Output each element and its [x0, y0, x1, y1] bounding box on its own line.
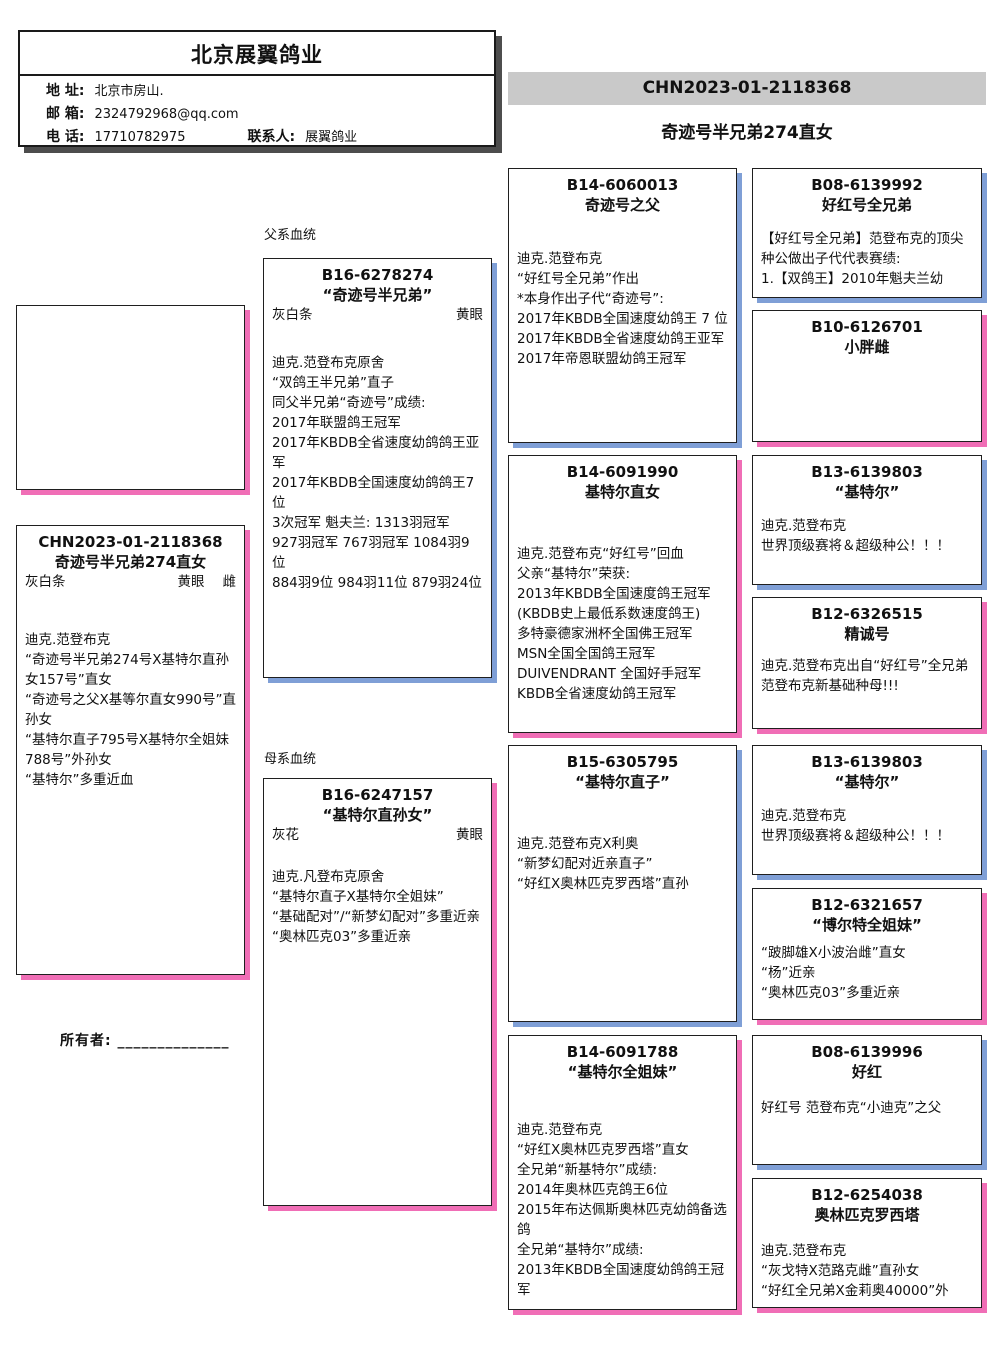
bird-name: “奇迹号半兄弟” — [322, 286, 433, 304]
pedigree-box-mmm: B12-6254038 奥林匹克罗西塔 迪克.范登布克 “灰戈特X范路克雌”直孙… — [752, 1178, 982, 1308]
ring-number: B14-6060013 — [566, 176, 679, 194]
company-info: 地 址: 北京市房山. 邮 箱: 2324792968@qq.com 电 话: 177… — [20, 76, 494, 149]
company-address-row: 地 址: 北京市房山. — [46, 80, 494, 103]
bird-name: “基特尔全姐妹” — [567, 1063, 678, 1081]
bird-details: 迪克.凡登布克原舍 “基特尔直子X基特尔全姐妹” “基础配对”/“新梦幻配对”多… — [272, 869, 481, 945]
address-label: 地 址: — [46, 83, 85, 99]
ring-number: B14-6091990 — [566, 463, 679, 481]
ring-number: B12-6326515 — [811, 605, 923, 623]
bird-name: 好红 — [851, 1063, 882, 1081]
feather-color: 灰白条 — [272, 307, 313, 323]
traits-line: 灰白条 黄眼 雌 — [25, 572, 236, 592]
company-card: 北京展翼鸽业 地 址: 北京市房山. 邮 箱: 2324792968@qq.com … — [18, 30, 496, 147]
bird-details: 迪克.范登布克 “奇迹号半兄弟274号X基特尔直孙女157号”直女 “奇迹号之父… — [25, 632, 237, 788]
phone-label: 电 话: — [46, 129, 85, 145]
bird-details: 迪克.范登布克 世界顶级赛将＆超级种公！！！ — [761, 518, 950, 554]
company-phone-row: 电 话: 17710782975 联系人: 展翼鸽业 — [46, 126, 494, 149]
pedigree-box-father: B16-6278274 “奇迹号半兄弟” 灰白条 黄眼 迪克.范登布克原舍 “双… — [263, 258, 492, 678]
company-email-row: 邮 箱: 2324792968@qq.com — [46, 103, 494, 126]
ring-number: B12-6254038 — [811, 1186, 923, 1204]
ring-number: B08-6139992 — [811, 176, 923, 194]
ring-banner: CHN2023-01-2118368 — [508, 72, 986, 105]
bird-name: 奥林匹克罗西塔 — [814, 1206, 920, 1224]
address-value: 北京市房山. — [94, 84, 164, 99]
bird-details: 迪克.范登布克出自“好红号”全兄弟范登布克新基础种母!!! — [761, 658, 969, 694]
ring-number: B15-6305795 — [566, 753, 679, 771]
ring-number: B10-6126701 — [811, 318, 923, 336]
bird-details: 好红号 范登布克“小迪克”之父 — [761, 1100, 942, 1116]
bird-details: 迪克.范登布克 “好红号全兄弟”作出 *本身作出子代“奇迹号”: 2017年KB… — [517, 251, 728, 367]
company-title: 北京展翼鸽业 — [20, 32, 494, 76]
ring-number: B13-6139803 — [811, 753, 923, 771]
bird-details: 迪克.范登布克 “灰戈特X范路克雌”直孙女 “好红全兄弟X金莉奥40000”外 — [761, 1243, 949, 1299]
contact-label: 联系人: — [247, 129, 296, 145]
traits-line: 灰白条 黄眼 — [272, 305, 483, 325]
photo-placeholder-box — [16, 305, 245, 490]
ring-number: CHN2023-01-2118368 — [38, 533, 223, 551]
bird-name: “基特尔” — [834, 773, 900, 791]
paternal-line-label: 父系血统 — [264, 228, 317, 243]
contact-value: 展翼鸽业 — [305, 130, 358, 145]
feather-color: 灰花 — [272, 827, 299, 843]
ring-number: B12-6321657 — [811, 896, 923, 914]
ring-number: B13-6139803 — [811, 463, 923, 481]
bird-name: “基特尔” — [834, 483, 900, 501]
pedigree-box-mmf: B08-6139996 好红 好红号 范登布克“小迪克”之父 — [752, 1035, 982, 1165]
ring-number: B14-6091788 — [566, 1043, 679, 1061]
bird-name: 小胖雌 — [844, 338, 890, 356]
bird-details: 迪克.范登布克 世界顶级赛将＆超级种公！！！ — [761, 808, 950, 844]
phone-value: 17710782975 — [94, 130, 186, 145]
bird-details: 迪克.范登布克X利奥 “新梦幻配对近亲直子” “好红X奥林匹克罗西塔”直孙 — [517, 836, 689, 892]
pedigree-box-fmf: B13-6139803 “基特尔” 迪克.范登布克 世界顶级赛将＆超级种公！！！ — [752, 455, 982, 585]
pedigree-box-mf: B15-6305795 “基特尔直子” 迪克.范登布克X利奥 “新梦幻配对近亲直… — [508, 745, 737, 1022]
bird-name: “博尔特全姐妹” — [812, 916, 922, 934]
pedigree-box-fm: B14-6091990 基特尔直女 迪克.范登布克“好红号”回血 父亲“基特尔”… — [508, 455, 737, 733]
bird-details: 迪克.范登布克 “好红X奥林匹克罗西塔”直女 全兄弟“新基特尔”成绩: 2014… — [517, 1122, 727, 1298]
maternal-line-label: 母系血统 — [264, 752, 317, 767]
sex-label: 雌 — [222, 574, 237, 590]
bird-details: 迪克.范登布克原舍 “双鸽王半兄弟”直子 同父半兄弟“奇迹号”成绩: 2017年… — [272, 355, 482, 591]
bird-name: 精诚号 — [844, 625, 890, 643]
bird-title: 奇迹号半兄弟274直女 — [661, 123, 833, 143]
ring-number: B16-6247157 — [321, 786, 434, 804]
pedigree-box-mm: B14-6091788 “基特尔全姐妹” 迪克.范登布克 “好红X奥林匹克罗西塔… — [508, 1035, 737, 1310]
bird-details: “跛脚雄X小波治雌”直女 “杨”近亲 “奥林匹克03”多重近亲 — [761, 945, 906, 1001]
owner-line: 所有者: ______________ — [60, 1033, 230, 1049]
ring-number: B16-6278274 — [321, 266, 434, 284]
bird-name: 奇迹号之父 — [584, 196, 660, 214]
eye-color: 黄眼 — [456, 827, 483, 843]
ring-number: B08-6139996 — [811, 1043, 923, 1061]
pedigree-box-ff: B14-6060013 奇迹号之父 迪克.范登布克 “好红号全兄弟”作出 *本身… — [508, 168, 737, 443]
bird-name: 奇迹号半兄弟274直女 — [54, 553, 207, 571]
pedigree-box-ffm: B10-6126701 小胖雌 — [752, 310, 982, 442]
bird-name: 好红号全兄弟 — [821, 196, 912, 214]
traits-line: 灰花 黄眼 — [272, 825, 483, 845]
bird-name: “基特尔直孙女” — [322, 806, 433, 824]
eye-color: 黄眼 — [456, 307, 483, 323]
pedigree-box-fff: B08-6139992 好红号全兄弟 【好红号全兄弟】范登布克的顶尖种公做出子代… — [752, 168, 982, 298]
email-label: 邮 箱: — [46, 106, 85, 122]
bird-details: 【好红号全兄弟】范登布克的顶尖种公做出子代代表赛绩: 1.【双鸽王】2010年魁… — [761, 231, 964, 287]
bird-name: 基特尔直女 — [584, 483, 660, 501]
bird-name: “基特尔直子” — [575, 773, 670, 791]
pedigree-box-mfm: B12-6321657 “博尔特全姐妹” “跛脚雄X小波治雌”直女 “杨”近亲 … — [752, 888, 982, 1020]
feather-color: 灰白条 — [25, 574, 66, 590]
email-value: 2324792968@qq.com — [94, 107, 239, 122]
pedigree-box-mff: B13-6139803 “基特尔” 迪克.范登布克 世界顶级赛将＆超级种公！！！ — [752, 745, 982, 875]
pedigree-box-mother: B16-6247157 “基特尔直孙女” 灰花 黄眼 迪克.凡登布克原舍 “基特… — [263, 778, 492, 1206]
pedigree-box-subject: CHN2023-01-2118368 奇迹号半兄弟274直女 灰白条 黄眼 雌 … — [16, 525, 245, 975]
pedigree-box-fmm: B12-6326515 精诚号 迪克.范登布克出自“好红号”全兄弟范登布克新基础… — [752, 597, 982, 729]
eye-color: 黄眼 — [177, 574, 205, 590]
bird-details: 迪克.范登布克“好红号”回血 父亲“基特尔”荣获: 2013年KBDB全国速度鸽… — [517, 546, 711, 702]
